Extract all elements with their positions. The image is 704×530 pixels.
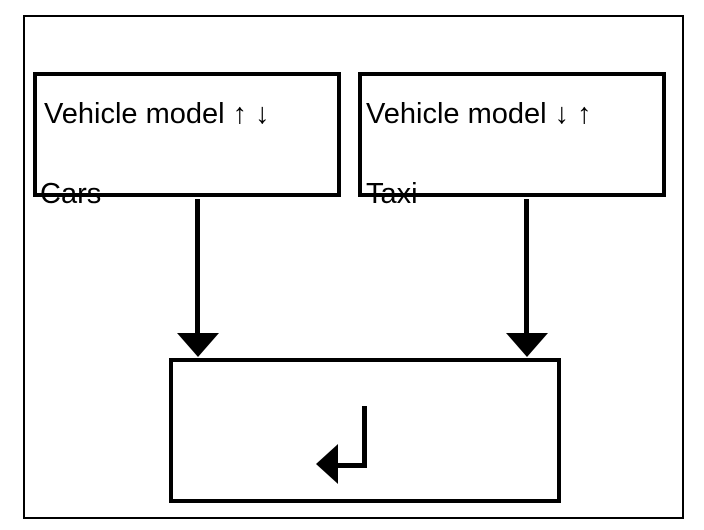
- right-vehicle-model-box: [358, 72, 666, 197]
- right-down-arrowhead-icon: [506, 333, 548, 357]
- left-box-title: Vehicle model ↑ ↓: [44, 98, 270, 130]
- carriage-return-arrow-icon: [316, 406, 367, 484]
- merge-result-box: [169, 358, 561, 503]
- outer-frame: [23, 15, 684, 519]
- right-box-title: Vehicle model ↓ ↑: [366, 98, 592, 130]
- left-down-arrowhead-icon: [177, 333, 219, 357]
- left-vehicle-model-box: [33, 72, 341, 197]
- left-connector-line: [195, 199, 200, 334]
- right-box-label-taxi: Taxi: [366, 178, 418, 210]
- right-connector-line: [524, 199, 529, 334]
- left-box-label-cars: Cars: [40, 178, 102, 210]
